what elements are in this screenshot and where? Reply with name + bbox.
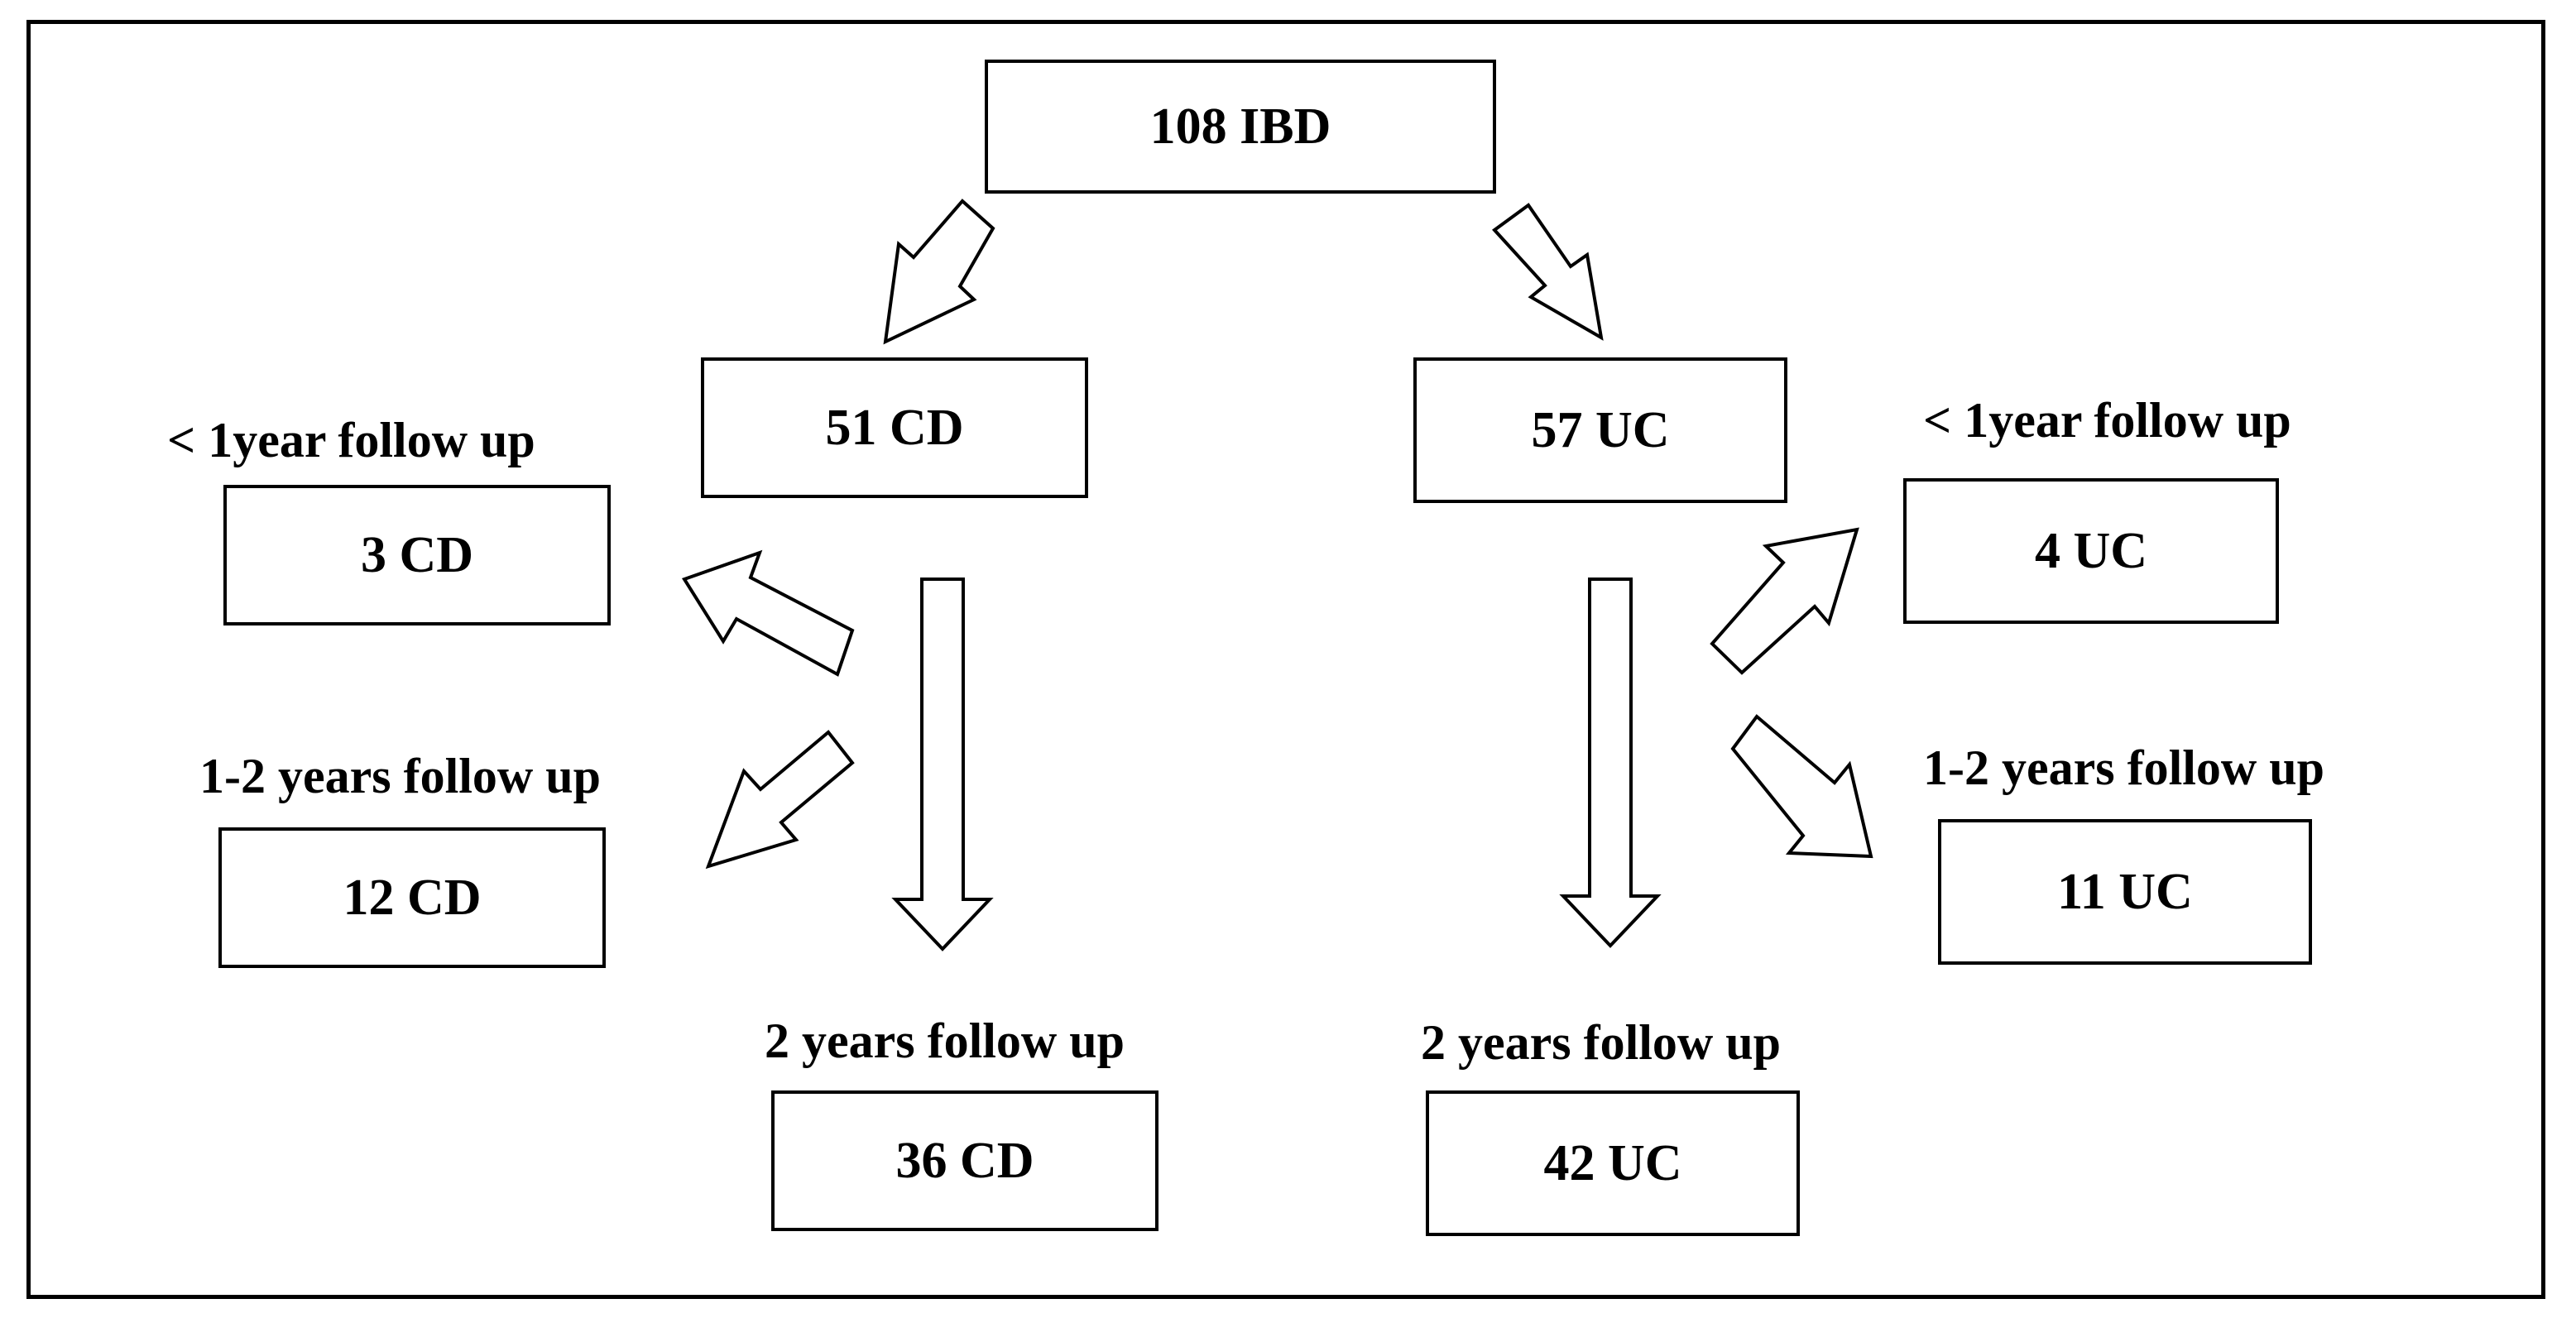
caption-uc-2-years: 2 years follow up [1421, 1015, 1781, 1070]
caption-uc-1-2-years: 1-2 years follow up [1923, 740, 2324, 795]
box-12-cd: 12 CD [218, 827, 606, 968]
caption-cd-under-1-year: < 1year follow up [167, 413, 535, 467]
box-51-cd: 51 CD [701, 357, 1088, 498]
box-3-cd: 3 CD [223, 485, 611, 625]
caption-cd-2-years: 2 years follow up [765, 1014, 1125, 1068]
caption-cd-1-2-years: 1-2 years follow up [199, 749, 601, 803]
box-42-uc: 42 UC [1426, 1090, 1800, 1236]
box-4-uc: 4 UC [1903, 478, 2279, 624]
caption-uc-under-1-year: < 1year follow up [1923, 393, 2291, 448]
box-108-ibd: 108 IBD [985, 60, 1496, 194]
box-57-uc: 57 UC [1413, 357, 1787, 503]
box-11-uc: 11 UC [1938, 819, 2312, 965]
diagram-frame [26, 20, 2545, 1299]
box-36-cd: 36 CD [771, 1090, 1158, 1231]
